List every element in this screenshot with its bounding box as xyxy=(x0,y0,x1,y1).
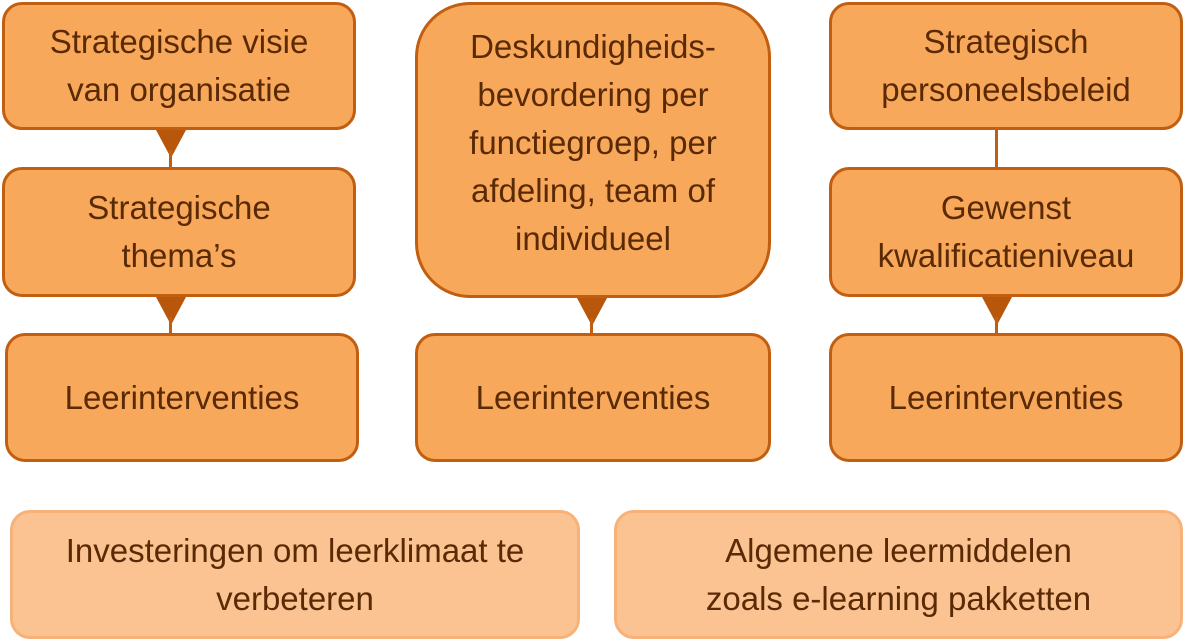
box-general-learning-tools: Algemene leermiddelen zoals e-learning p… xyxy=(614,510,1183,639)
box-general-learning-tools-label: Algemene leermiddelen zoals e-learning p… xyxy=(705,531,1092,617)
box-expertise-development-label: Deskundigheids-bevordering per functiegr… xyxy=(469,28,717,257)
box-strategic-hr-policy: Strategisch personeelsbeleid xyxy=(829,2,1183,130)
box-expertise-development: Deskundigheids-bevordering per functiegr… xyxy=(415,2,771,298)
box-interventions-center-label: Leerinterventies xyxy=(475,378,711,416)
connector-themes-to-interventions xyxy=(169,317,172,333)
box-strategic-vision: Strategische visie van organisatie xyxy=(2,2,356,130)
connector-qualification-to-interventions xyxy=(995,317,998,333)
box-learning-climate: Investeringen om leerklimaat te verbeter… xyxy=(10,510,580,639)
box-interventions-right-label: Leerinterventies xyxy=(888,378,1124,416)
box-interventions-center: Leerinterventies xyxy=(415,333,771,462)
box-interventions-right: Leerinterventies xyxy=(829,333,1183,462)
box-strategic-vision-label: Strategische visie van organisatie xyxy=(49,23,309,108)
box-strategic-themes-label: Strategische thema’s xyxy=(87,189,271,274)
box-learning-climate-label: Investeringen om leerklimaat te verbeter… xyxy=(65,531,525,617)
box-desired-qualification: Gewenst kwalificatieniveau xyxy=(829,167,1183,297)
connector-policy-to-qualification xyxy=(995,130,998,167)
connector-vision-to-themes xyxy=(169,150,172,167)
box-strategic-themes: Strategische thema’s xyxy=(2,167,356,297)
box-interventions-left-label: Leerinterventies xyxy=(64,378,300,416)
box-interventions-left: Leerinterventies xyxy=(5,333,359,462)
box-strategic-hr-policy-label: Strategisch personeelsbeleid xyxy=(881,23,1131,108)
connector-expertise-to-interventions xyxy=(590,318,593,333)
box-desired-qualification-label: Gewenst kwalificatieniveau xyxy=(877,189,1135,274)
